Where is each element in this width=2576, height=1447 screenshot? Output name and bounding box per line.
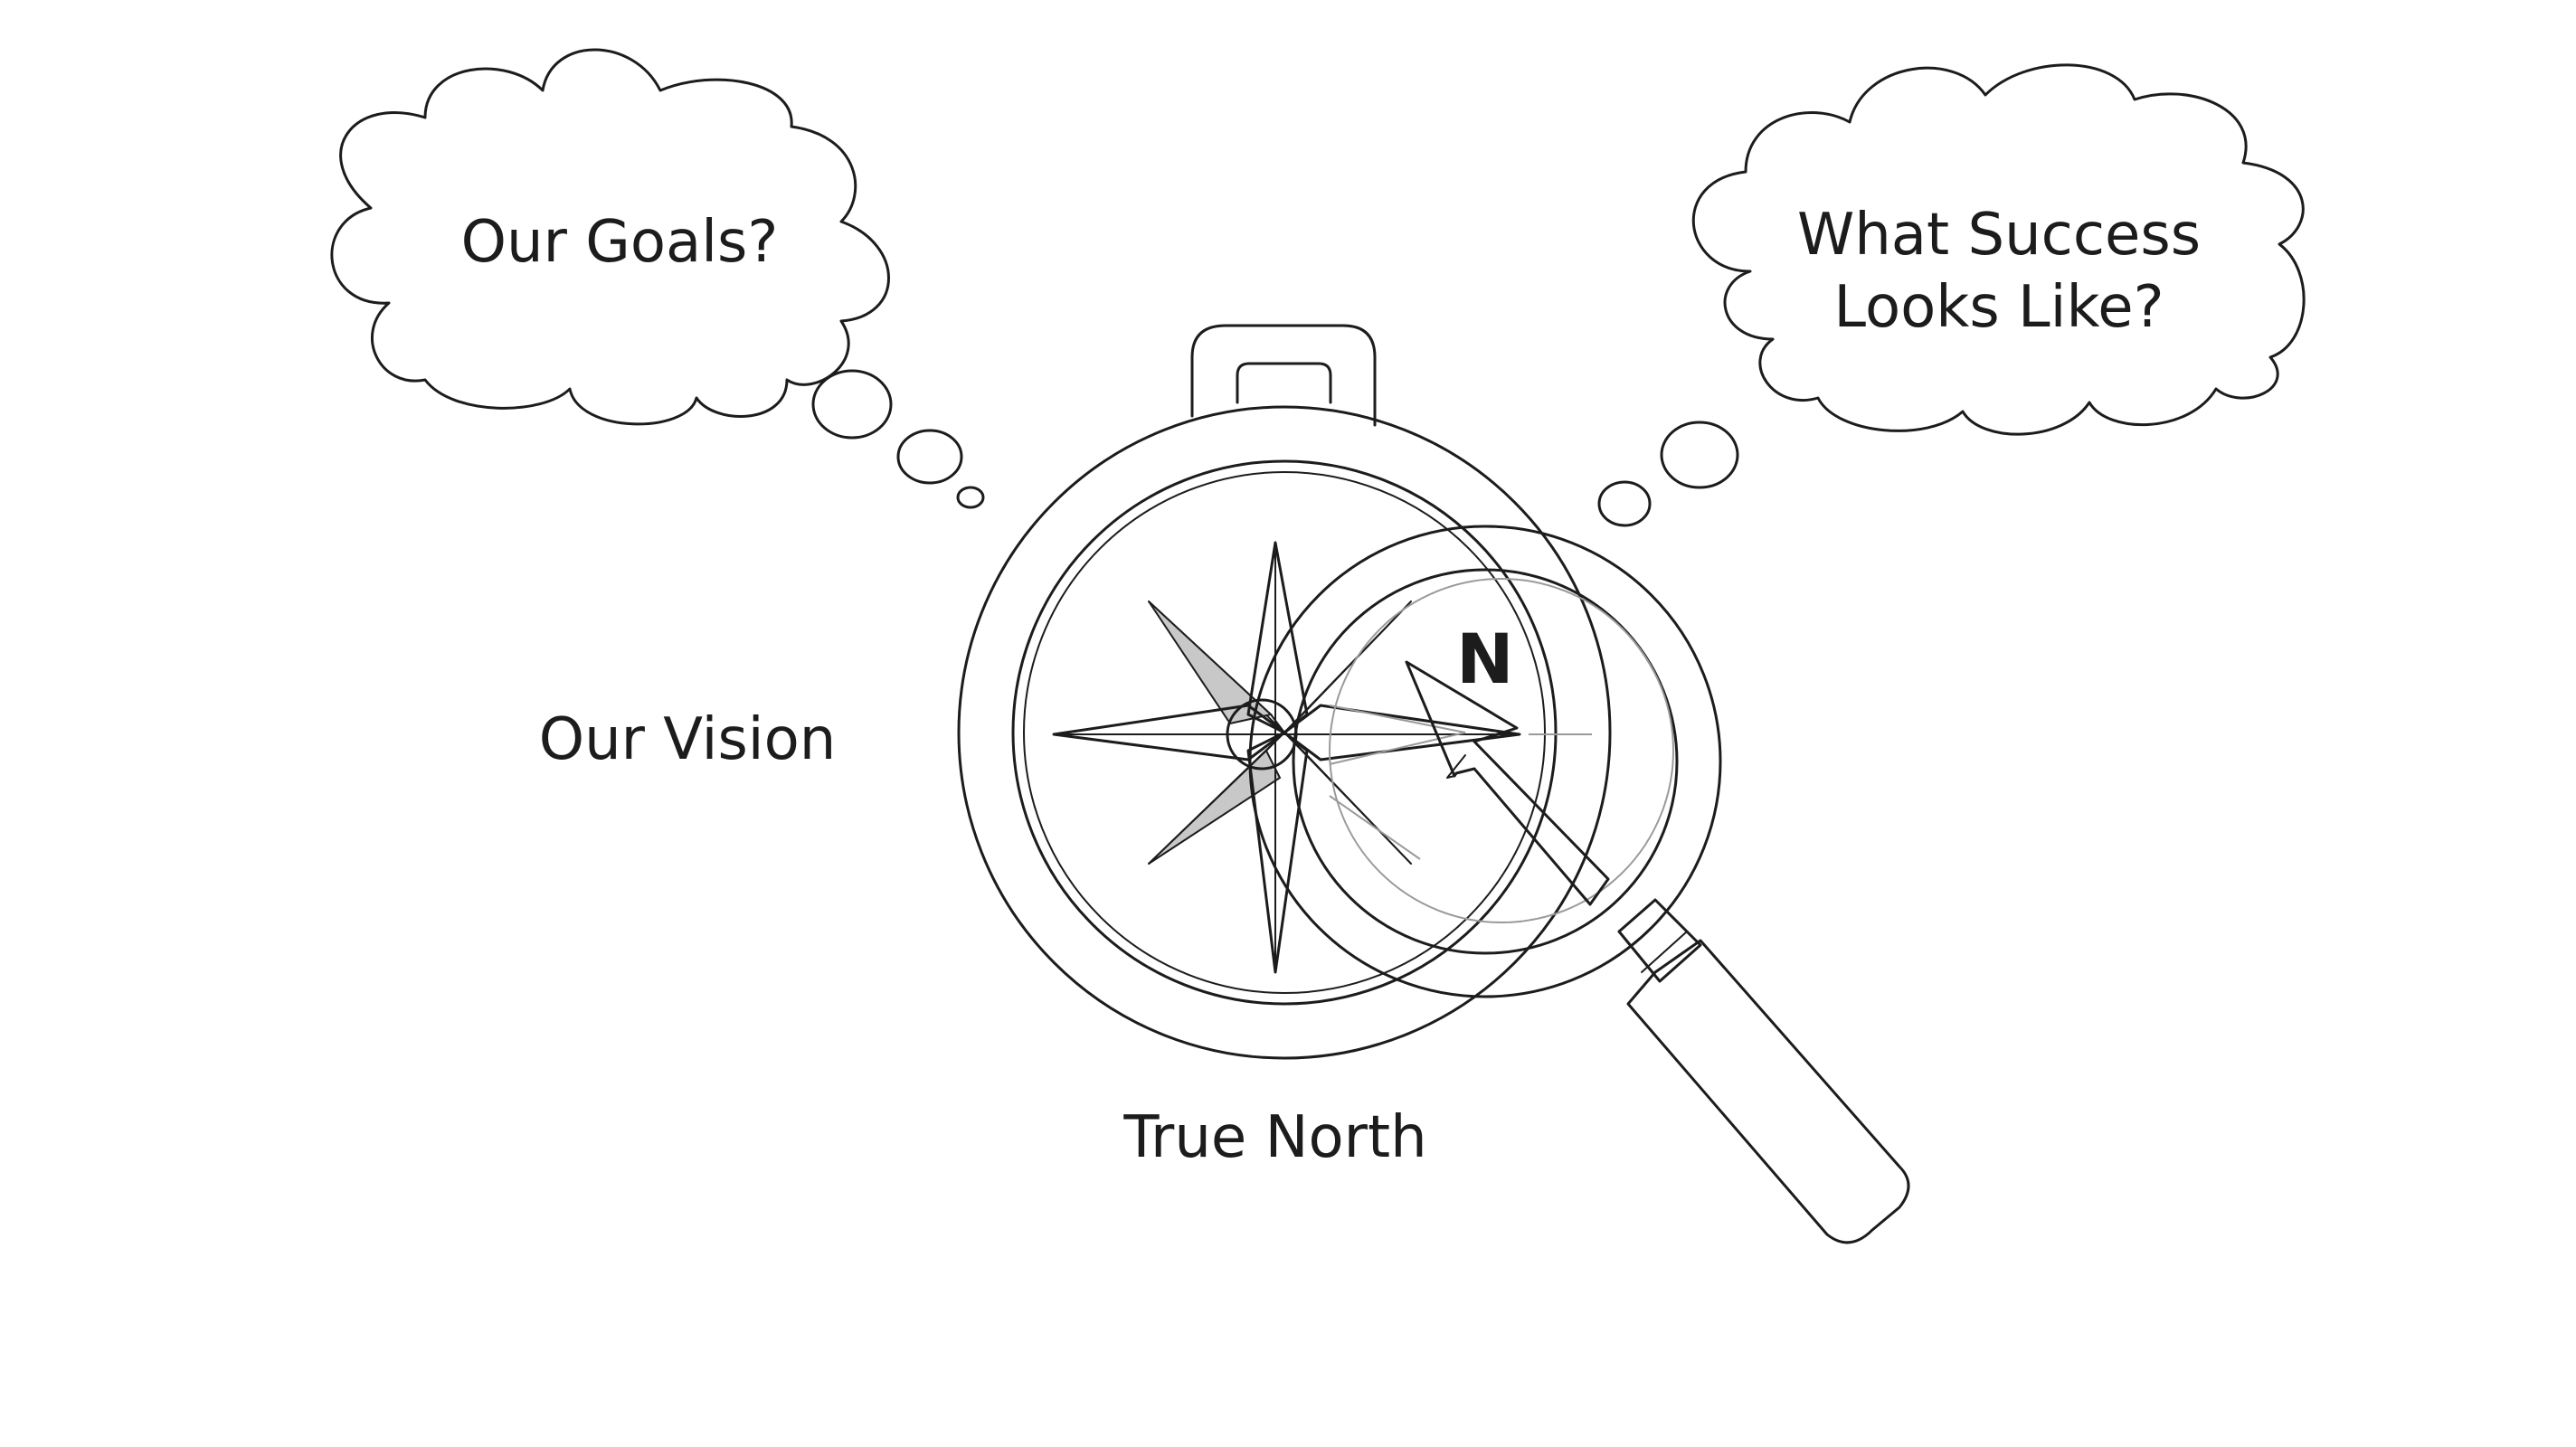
rose-point-nw-shade [1148,601,1274,725]
magnifying-glass-icon [1248,525,1910,1244]
thought-bubble-left-2 [896,429,963,485]
needle-arrow-icon [1405,660,1610,906]
thought-cloud-left [330,48,985,509]
magnifier-collar-line [1641,931,1688,973]
cloud-shape-left [330,48,890,426]
lens-line-ghost [1329,795,1421,860]
thought-right-line1: What Success [1796,202,2202,269]
thought-bubble-left-1 [811,369,893,440]
thought-left-text: Our Goals? [460,209,779,276]
compass-handle-inner [1236,362,1332,404]
lens-rose-ghost [1329,705,1466,765]
needle-arrow-detail [1446,754,1466,779]
cloud-shape-right [1691,63,2306,436]
thought-cloud-right [1597,63,2306,527]
magnifier-handle [1626,939,1910,1244]
magnifier-collar [1617,898,1702,983]
compass-icon [957,324,1612,1060]
thought-bubble-right-2 [1597,480,1652,527]
compass-body [957,405,1612,1060]
compass-bezel [1011,459,1558,1006]
thought-right-line2: Looks Like? [1833,274,2164,341]
compass-north-letter: N [1456,619,1514,699]
thought-bubble-left-3 [956,486,985,509]
rose-point-se [1283,732,1412,865]
compass-rose-icon [1052,541,1521,974]
our-vision-label: Our Vision [538,706,837,773]
compass-face [1023,471,1546,994]
magnifier-lens [1292,568,1679,955]
lens-reflection [1329,578,1674,923]
true-north-label: True North [1123,1104,1427,1171]
thought-bubble-right-1 [1660,421,1739,489]
magnifier-rim [1248,525,1722,998]
thought-right-text: What Success Looks Like? [1746,199,2252,344]
rose-point-sw-shade [1148,749,1282,865]
rose-point-ne [1283,601,1412,733]
compass-handle [1190,324,1377,427]
